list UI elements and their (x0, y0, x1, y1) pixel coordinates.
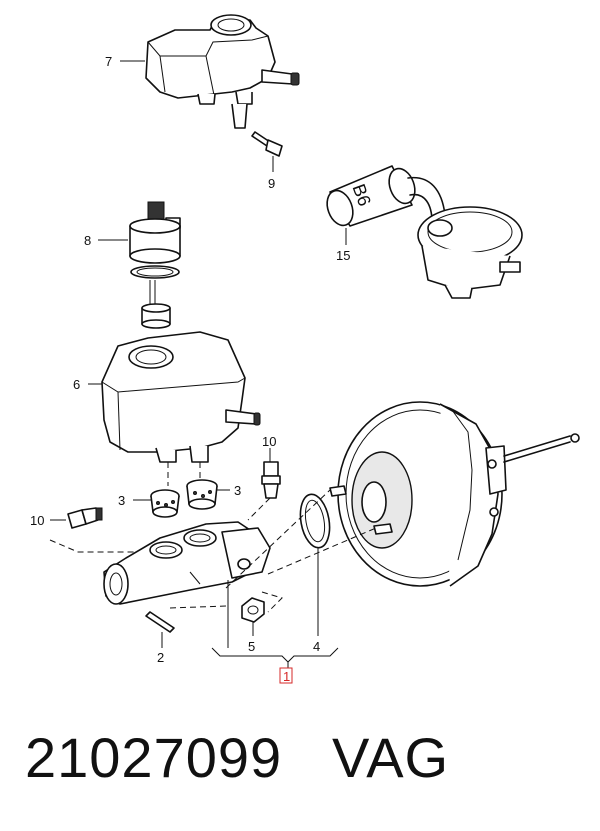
callout-3-left: 3 (118, 493, 125, 508)
bolt-9 (251, 131, 283, 172)
callout-1-box (279, 667, 293, 684)
brand-name: VAG (332, 726, 450, 789)
reservoir-6 (101, 331, 261, 463)
reservoir-upper (145, 14, 300, 129)
sensor-10-right (247, 448, 281, 521)
sensor-10-left (49, 507, 150, 553)
callout-2: 2 (157, 650, 164, 665)
exploded-view-drawing: 7 9 B6 15 8 (30, 14, 580, 684)
nut-5 (241, 591, 283, 636)
part-number: 21027099 (25, 726, 283, 789)
brake-booster (225, 401, 580, 589)
parts-diagram: 7 9 B6 15 8 (30, 14, 580, 684)
callout-10-left: 10 (30, 513, 44, 528)
footer: 21027099 VAG (0, 715, 600, 815)
pin-2 (145, 605, 227, 648)
master-cylinder (103, 521, 271, 605)
callout-6: 6 (73, 377, 80, 392)
callout-4: 4 (313, 639, 320, 654)
callout-10-right: 10 (262, 434, 276, 449)
callout-9: 9 (268, 176, 275, 191)
callout-5: 5 (248, 639, 255, 654)
filler-cap-8 (129, 201, 181, 329)
grommet-3-left (150, 489, 180, 518)
seal-ring-4 (299, 493, 331, 636)
callout-7: 7 (105, 54, 112, 69)
assembly-bracket (211, 580, 339, 668)
callout-8: 8 (84, 233, 91, 248)
grommet-3-right (186, 479, 218, 510)
callout-15: 15 (336, 248, 350, 263)
callout-1: 1 (283, 669, 290, 684)
callout-3-right: 3 (234, 483, 241, 498)
vacuum-assembly-15: B6 (326, 165, 523, 299)
